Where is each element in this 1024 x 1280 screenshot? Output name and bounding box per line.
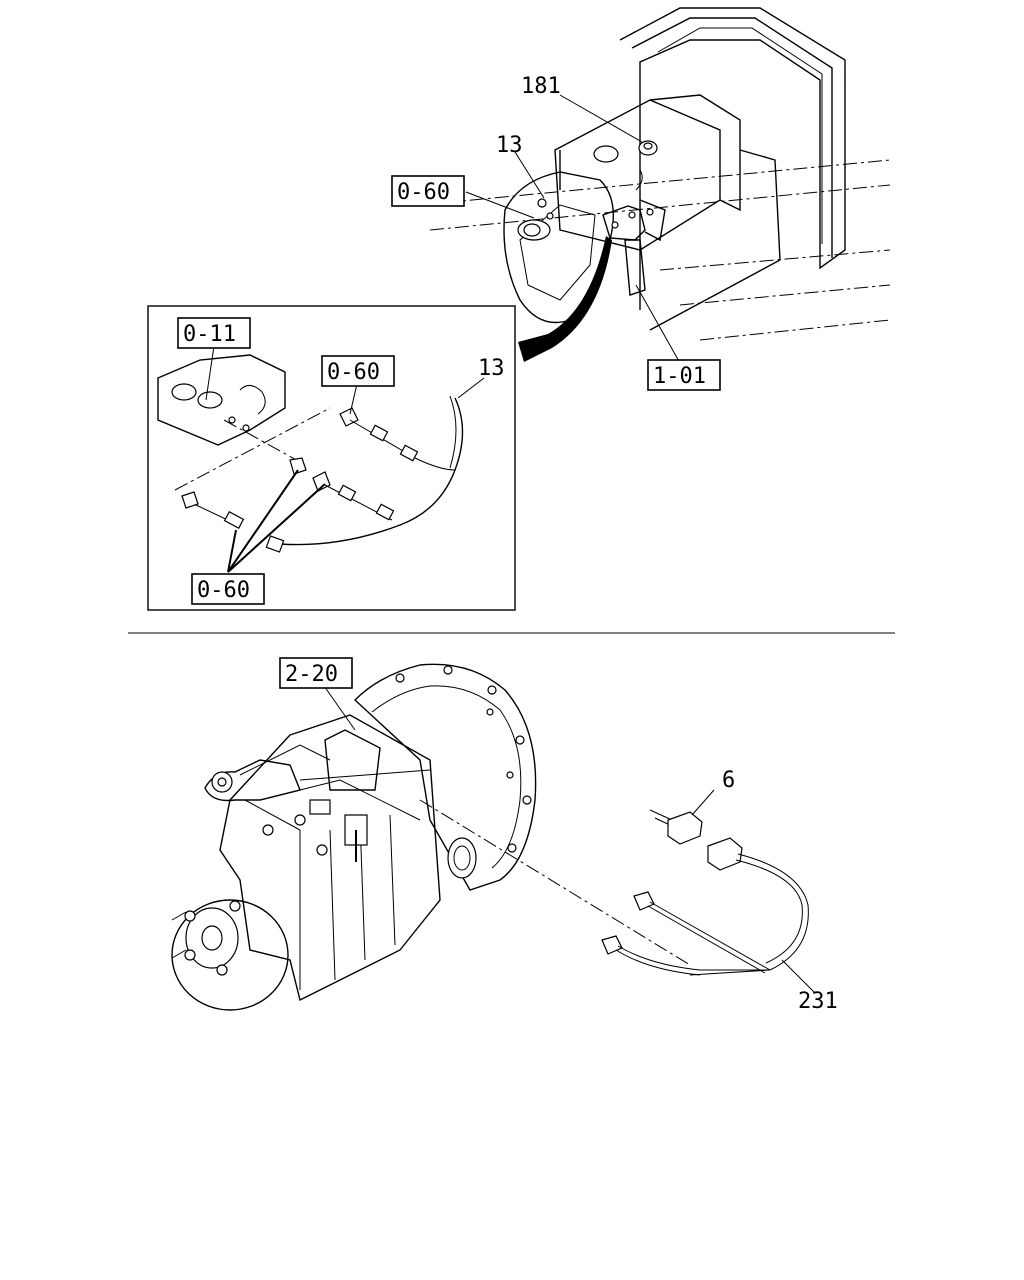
ref-0-60-top: 0-60 [397,180,450,205]
ref-box-1-01 [647,359,721,391]
detail-inset-frame [147,305,516,611]
wiring-harness-illustration [601,809,809,976]
ref-2-20: 2-20 [285,662,338,687]
transmission-illustration [171,663,691,1011]
ref-0-60-bottom: 0-60 [197,578,250,603]
ref-13-inset: 13 [478,356,505,381]
ref-box-0-60-bottom [191,573,265,605]
ref-box-0-60-top [391,175,465,207]
engine-assembly-illustration [419,7,891,362]
ref-181: 181 [521,74,561,99]
ref-6: 6 [722,768,735,793]
ref-0-11: 0-11 [183,322,236,347]
sensor-detail-illustration [157,354,464,573]
ref-13-top: 13 [496,133,523,158]
ref-box-0-11 [177,317,251,349]
ref-0-60-mid: 0-60 [327,360,380,385]
ref-231: 231 [798,989,838,1014]
ref-1-01: 1-01 [653,364,706,389]
ref-box-0-60-mid [321,355,395,387]
ref-box-2-20 [279,657,353,689]
